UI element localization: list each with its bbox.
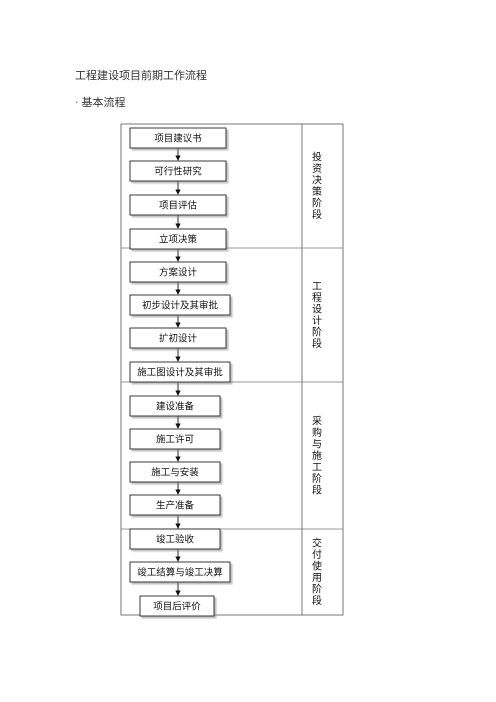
flow-step: 方案设计 <box>129 261 227 283</box>
flow-step: 初步设计及其审批 <box>129 294 231 316</box>
flow-step: 项目后评价 <box>139 595 215 617</box>
flow-step: 扩初设计 <box>129 327 227 349</box>
flow-step-box <box>129 261 227 283</box>
flow-step-box <box>129 395 221 417</box>
flow-step-box <box>139 595 215 617</box>
flow-step: 施工与安装 <box>129 461 221 483</box>
flow-step-box <box>129 228 227 250</box>
flow-step-label: 施工许可 <box>156 434 194 446</box>
flow-step-box <box>129 461 221 483</box>
flow-step-label: 施工与安装 <box>151 467 199 479</box>
flow-step-label: 初步设计及其审批 <box>142 300 219 312</box>
flow-step-label: 项目评估 <box>159 200 198 212</box>
flow-step: 建设准备 <box>129 395 221 417</box>
section-heading: ·基本流程 <box>75 94 126 110</box>
flow-step-box <box>129 194 227 216</box>
stage-label: 投资决策阶段 <box>312 151 322 222</box>
flow-step-label: 竣工验收 <box>156 534 195 546</box>
flow-step-box <box>129 361 231 383</box>
flow-step-box <box>129 428 221 450</box>
flow-step-box <box>129 528 221 550</box>
flow-step: 立项决策 <box>129 228 227 250</box>
flow-step: 生产准备 <box>129 494 221 516</box>
flow-step-label: 可行性研究 <box>154 166 202 178</box>
document-title: 工程建设项目前期工作流程 <box>75 69 207 82</box>
flow-step-label: 项目建议书 <box>154 133 202 145</box>
flow-step-label: 竣工结算与竣工决算 <box>137 567 223 579</box>
flow-step-label: 生产准备 <box>156 500 195 512</box>
flow-step-label: 方案设计 <box>159 267 198 279</box>
section-heading-text: 基本流程 <box>81 96 126 109</box>
flow-step-label: 扩初设计 <box>159 333 198 345</box>
flow-step: 施工许可 <box>129 428 221 450</box>
flow-step: 可行性研究 <box>129 160 227 182</box>
flow-step-box <box>129 127 227 149</box>
flow-step: 项目建议书 <box>129 127 227 149</box>
stage-label: 交付使用阶段 <box>312 537 322 608</box>
flow-step-label: 施工图设计及其审批 <box>137 367 223 379</box>
flow-step: 竣工结算与竣工决算 <box>129 561 231 583</box>
flow-step-box <box>129 294 231 316</box>
flow-step: 项目评估 <box>129 194 227 216</box>
flow-step-box <box>129 160 227 182</box>
flow-step: 竣工验收 <box>129 528 221 550</box>
flow-step-label: 建设准备 <box>156 401 195 413</box>
bullet-mark: · <box>75 96 79 109</box>
stage-label: 工程设计阶段 <box>312 282 322 351</box>
flow-step-box <box>129 561 231 583</box>
stage-label: 采购与施工阶段 <box>312 415 322 496</box>
flow-step-box <box>129 494 221 516</box>
flow-step: 施工图设计及其审批 <box>129 361 231 383</box>
flow-step-label: 项目后评价 <box>153 602 201 613</box>
flow-step-label: 立项决策 <box>159 234 198 246</box>
flow-step-box <box>129 327 227 349</box>
